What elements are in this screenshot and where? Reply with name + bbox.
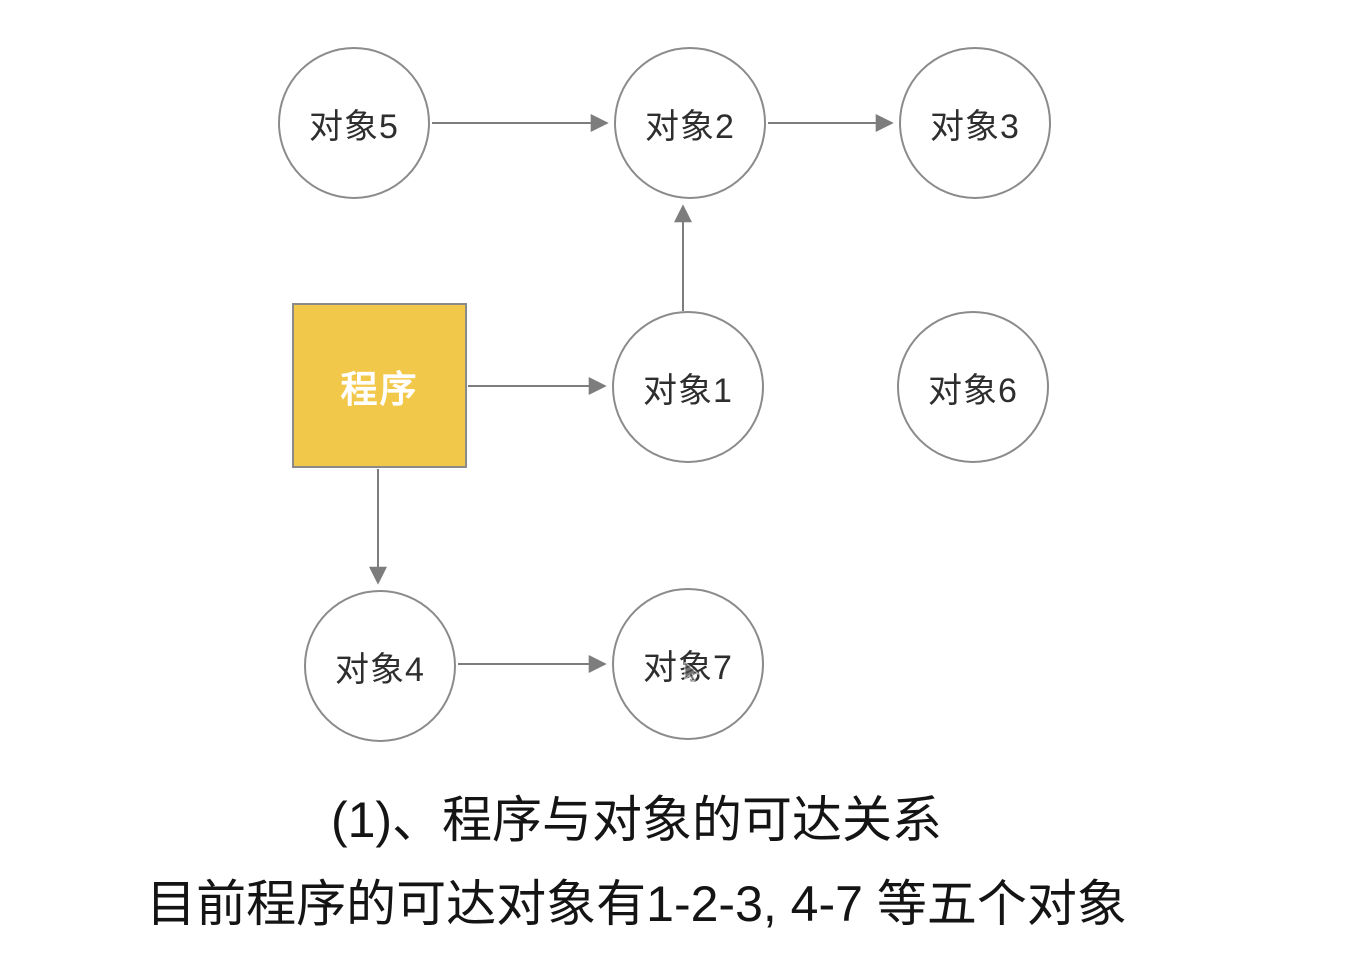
- node-obj4: 对象4: [304, 590, 456, 742]
- node-obj6-label: 对象6: [928, 371, 1018, 410]
- node-obj5: 对象5: [278, 47, 430, 199]
- node-obj1: 对象1: [612, 311, 764, 463]
- node-obj5-label: 对象5: [309, 107, 399, 146]
- node-program: 程序: [292, 303, 467, 468]
- node-obj3-label: 对象3: [930, 107, 1020, 146]
- caption-line2: 目前程序的可达对象有1-2-3, 4-7 等五个对象: [146, 876, 1127, 932]
- node-obj3: 对象3: [899, 47, 1051, 199]
- node-obj6: 对象6: [897, 311, 1049, 463]
- caption-block: (1)、程序与对象的可达关系 目前程序的可达对象有1-2-3, 4-7 等五个对…: [0, 778, 1363, 946]
- node-obj7: 对象7: [612, 588, 764, 740]
- node-obj2: 对象2: [614, 47, 766, 199]
- node-obj2-label: 对象2: [645, 107, 735, 146]
- caption-line1: (1)、程序与对象的可达关系: [330, 792, 943, 848]
- node-obj4-label: 对象4: [335, 650, 425, 689]
- mouse-cursor-icon: [684, 662, 700, 682]
- node-obj1-label: 对象1: [643, 371, 733, 410]
- node-program-label: 程序: [340, 368, 419, 410]
